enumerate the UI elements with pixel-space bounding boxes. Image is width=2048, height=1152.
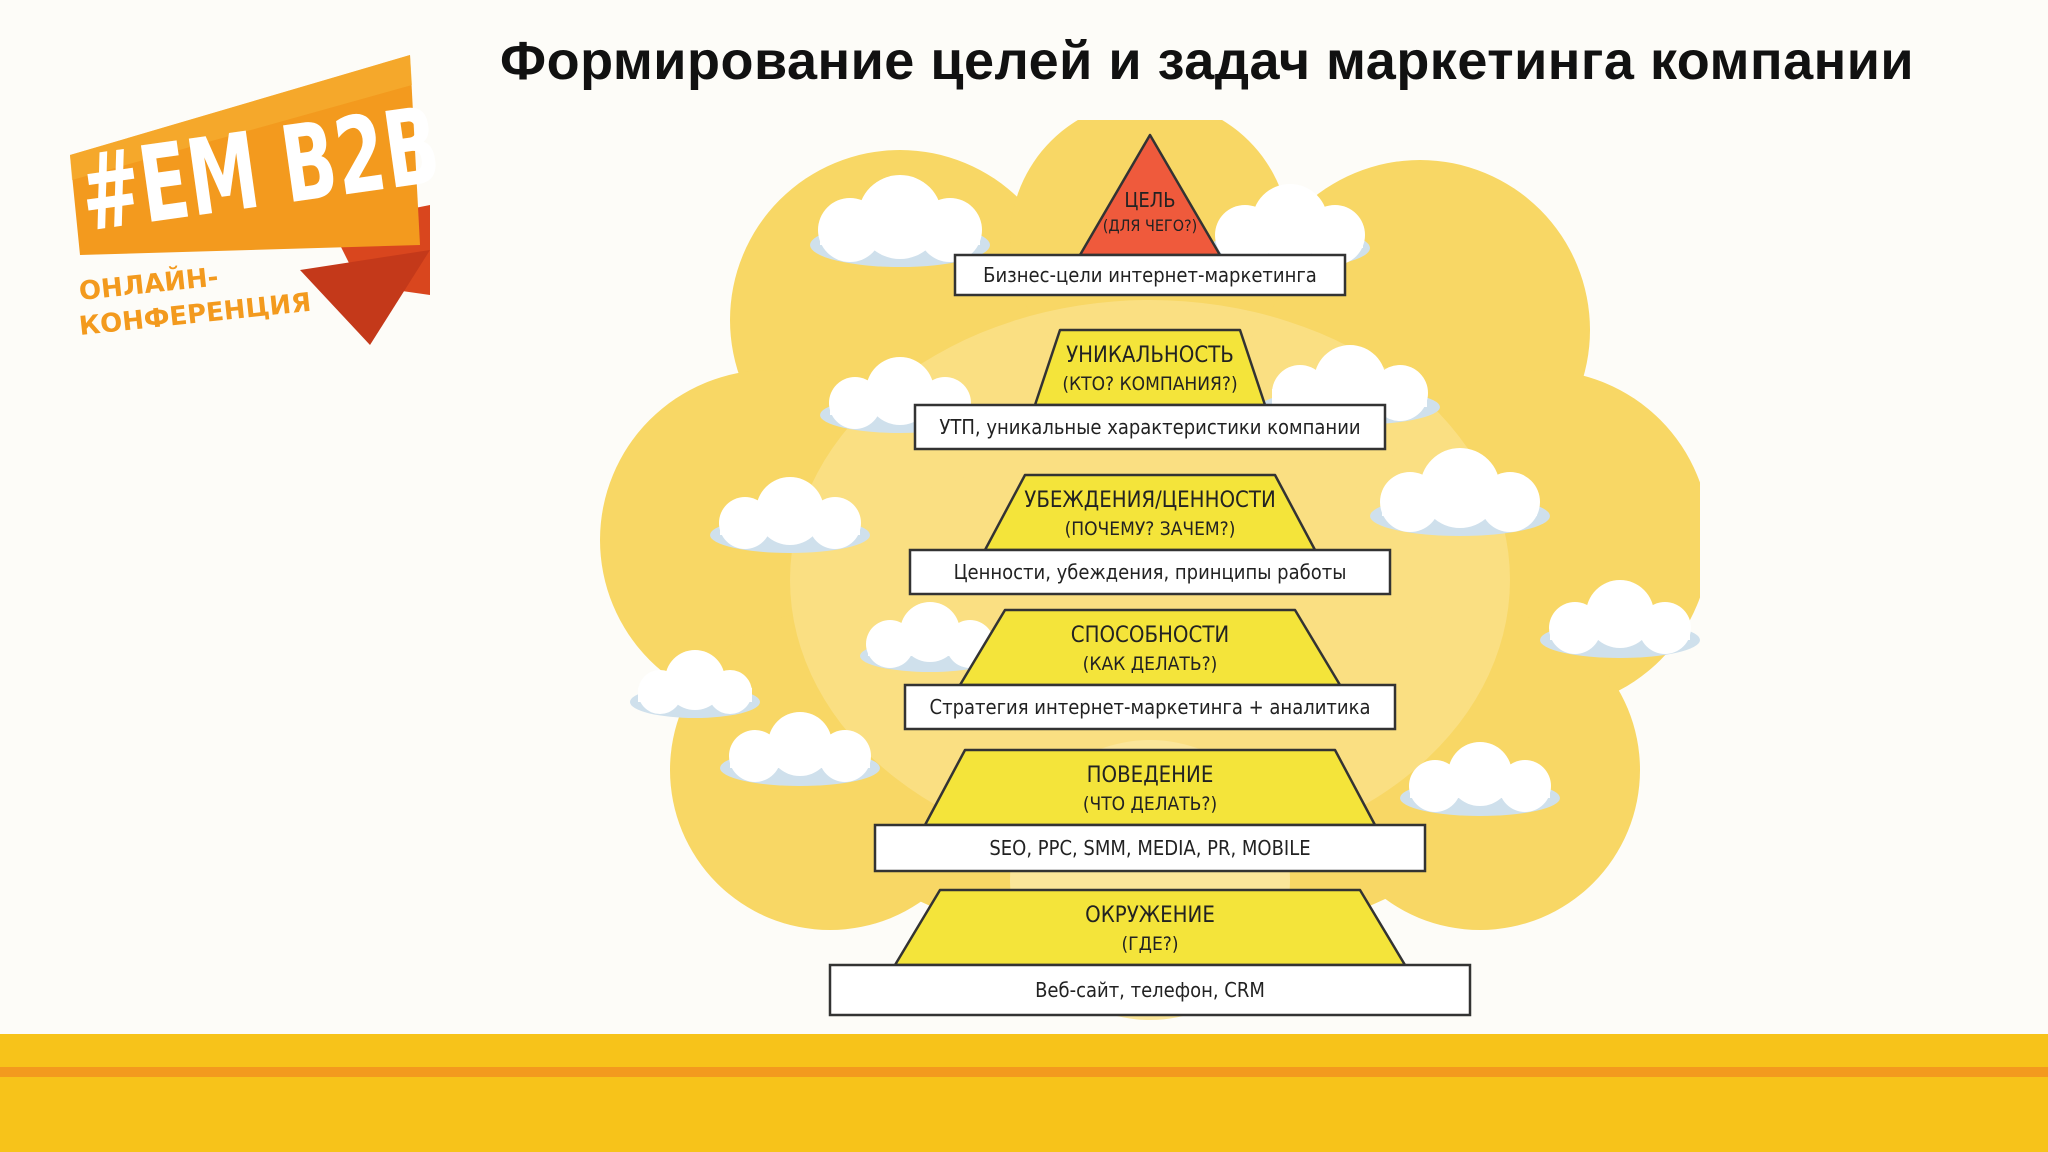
level-question-goal: (ДЛЯ ЧЕГО?): [1103, 216, 1198, 235]
pyramid-levels: ЦЕЛЬ (ДЛЯ ЧЕГО?) Бизнес-цели интернет-марк…: [828, 133, 1472, 1017]
level-question-abilities: (КАК ДЕЛАТЬ?): [1083, 653, 1218, 675]
pyramid-level-uniqueness: УНИКАЛЬНОСТЬ (КТО? КОМПАНИЯ?) УТП, уникаль…: [913, 328, 1387, 451]
level-title-uniqueness: УНИКАЛЬНОСТЬ: [1066, 343, 1234, 368]
plate-text-beliefs: Ценности, убеждения, принципы работы: [954, 560, 1347, 584]
pyramid-level-abilities: СПОСОБНОСТИ (КАК ДЕЛАТЬ?) Стратегия интерн…: [903, 608, 1397, 731]
plate-behavior: [873, 823, 1427, 873]
level-title-goal: ЦЕЛЬ: [1124, 188, 1175, 212]
footer-stripe-orange: [0, 1067, 2048, 1077]
white-clouds: [630, 175, 1700, 816]
footer-stripe-yellow-bottom: [0, 1077, 2048, 1152]
level-question-behavior: (ЧТО ДЕЛАТЬ?): [1083, 793, 1217, 815]
level-title-behavior: ПОВЕДЕНИЕ: [1087, 763, 1214, 788]
pyramid-level-beliefs: УБЕЖДЕНИЯ/ЦЕННОСТИ (ПОЧЕМУ? ЗАЧЕМ?) Ценнос…: [908, 473, 1392, 596]
plate-abilities: [903, 683, 1397, 731]
page-title: Формирование целей и задач маркетинга ко…: [500, 31, 1915, 91]
plate-text-goal: Бизнес-цели интернет-маркетинга: [983, 263, 1317, 287]
plate-text-uniqueness: УТП, уникальные характеристики компании: [939, 415, 1360, 439]
plate-beliefs: [908, 548, 1392, 596]
plate-text-abilities: Стратегия интернет-маркетинга + аналитик…: [930, 695, 1371, 719]
level-title-abilities: СПОСОБНОСТИ: [1071, 623, 1229, 648]
plate-text-behavior: SEO, PPC, SMM, MEDIA, PR, MOBILE: [989, 836, 1310, 860]
em-b2b-logo: #EM B2B ОНЛАЙН- КОНФЕРЕНЦИЯ: [70, 55, 440, 345]
level-title-beliefs: УБЕЖДЕНИЯ/ЦЕННОСТИ: [1024, 488, 1276, 513]
pyramid-level-environment: ОКРУЖЕНИЕ (ГДЕ?) Веб-сайт, телефон, CRM: [828, 888, 1472, 1017]
pyramid-level-behavior: ПОВЕДЕНИЕ (ЧТО ДЕЛАТЬ?) SEO, PPC, SMM, MED…: [873, 748, 1427, 873]
level-question-beliefs: (ПОЧЕМУ? ЗАЧЕМ?): [1065, 518, 1236, 540]
plate-text-environment: Веб-сайт, телефон, CRM: [1035, 978, 1265, 1002]
marketing-pyramid-diagram: ЦЕЛЬ (ДЛЯ ЧЕГО?) Бизнес-цели интернет-марк…: [600, 120, 1700, 1020]
plate-environment: [828, 963, 1472, 1017]
level-question-uniqueness: (КТО? КОМПАНИЯ?): [1062, 373, 1237, 395]
level-title-environment: ОКРУЖЕНИЕ: [1085, 903, 1215, 928]
footer-stripe-yellow: [0, 1034, 2048, 1067]
plate-goal: [953, 253, 1347, 297]
level-question-environment: (ГДЕ?): [1122, 933, 1179, 955]
pyramid-level-goal: ЦЕЛЬ (ДЛЯ ЧЕГО?) Бизнес-цели интернет-марк…: [953, 133, 1347, 297]
plate-uniqueness: [913, 403, 1387, 451]
